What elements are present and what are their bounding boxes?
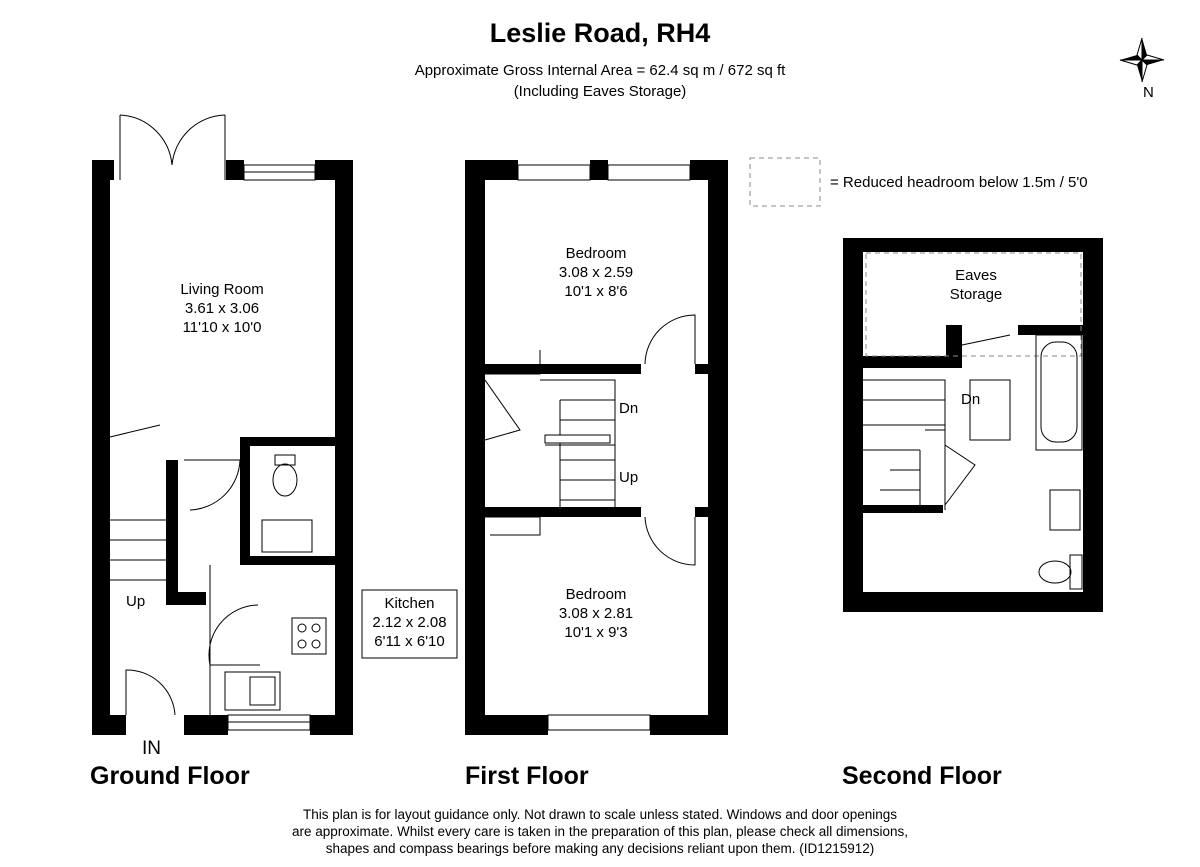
second-floor-title: Second Floor: [842, 762, 1002, 790]
room-imperial: 10'1 x 8'6: [564, 283, 628, 300]
disclaimer-line: shapes and compass bearings before makin…: [325, 841, 875, 856]
second-floor-walls: [843, 238, 1103, 612]
ground-floor-title: Ground Floor: [90, 762, 250, 790]
stairs-up-label: Up: [619, 469, 639, 486]
room-name: Kitchen: [384, 595, 435, 612]
disclaimer-line: This plan is for layout guidance only. N…: [302, 807, 898, 822]
stairs-down-label: Dn: [961, 391, 981, 408]
stairs-up-label: Up: [126, 593, 146, 610]
room-imperial: 11'10 x 10'0: [182, 319, 262, 336]
kitchen-label-box: [361, 589, 458, 659]
entrance-label: IN: [142, 738, 161, 759]
disclaimer: This plan is for layout guidance only. N…: [0, 806, 1200, 857]
stairs-down-label: Dn: [619, 400, 639, 417]
living-room-label: Living Room 3.61 x 3.06 11'10 x 10'0: [132, 280, 312, 337]
room-metric: 2.12 x 2.08: [372, 614, 447, 631]
ground-floor-walls: [92, 160, 353, 735]
room-imperial: 10'1 x 9'3: [564, 624, 628, 641]
room-name: Bedroom: [565, 586, 627, 603]
disclaimer-line: are approximate. Whilst every care is ta…: [291, 824, 909, 839]
eaves-storage-label: Eaves Storage: [926, 266, 1026, 304]
first-floor-walls: [465, 160, 728, 735]
label-line: Storage: [949, 286, 1003, 303]
first-floor-fixtures: [484, 164, 696, 731]
second-floor-fixtures: [863, 252, 1083, 590]
room-name: Living Room: [180, 281, 264, 298]
ground-floor-fixtures: [109, 114, 327, 731]
page-title: Leslie Road, RH4: [489, 18, 711, 48]
legend-text: = Reduced headroom below 1.5m / 5'0: [830, 174, 1088, 191]
compass-north-label: N: [1143, 84, 1154, 101]
legend-swatch: [749, 157, 821, 207]
compass-icon: [1119, 37, 1165, 83]
room-imperial: 6'11 x 6'10: [374, 633, 445, 650]
first-floor-title: First Floor: [465, 762, 589, 790]
area-note: (Including Eaves Storage): [513, 83, 687, 100]
bedroom-1-label: Bedroom 3.08 x 2.59 10'1 x 8'6: [506, 244, 686, 301]
room-name: Bedroom: [565, 245, 627, 262]
room-metric: 3.08 x 2.81: [558, 605, 634, 622]
bedroom-2-label: Bedroom 3.08 x 2.81 10'1 x 9'3: [506, 585, 686, 642]
room-metric: 3.08 x 2.59: [558, 264, 634, 281]
room-metric: 3.61 x 3.06: [184, 300, 260, 317]
label-line: Eaves: [955, 267, 997, 284]
gross-area: Approximate Gross Internal Area = 62.4 s…: [414, 62, 786, 79]
kitchen-label: Kitchen 2.12 x 2.08 6'11 x 6'10: [362, 594, 457, 651]
